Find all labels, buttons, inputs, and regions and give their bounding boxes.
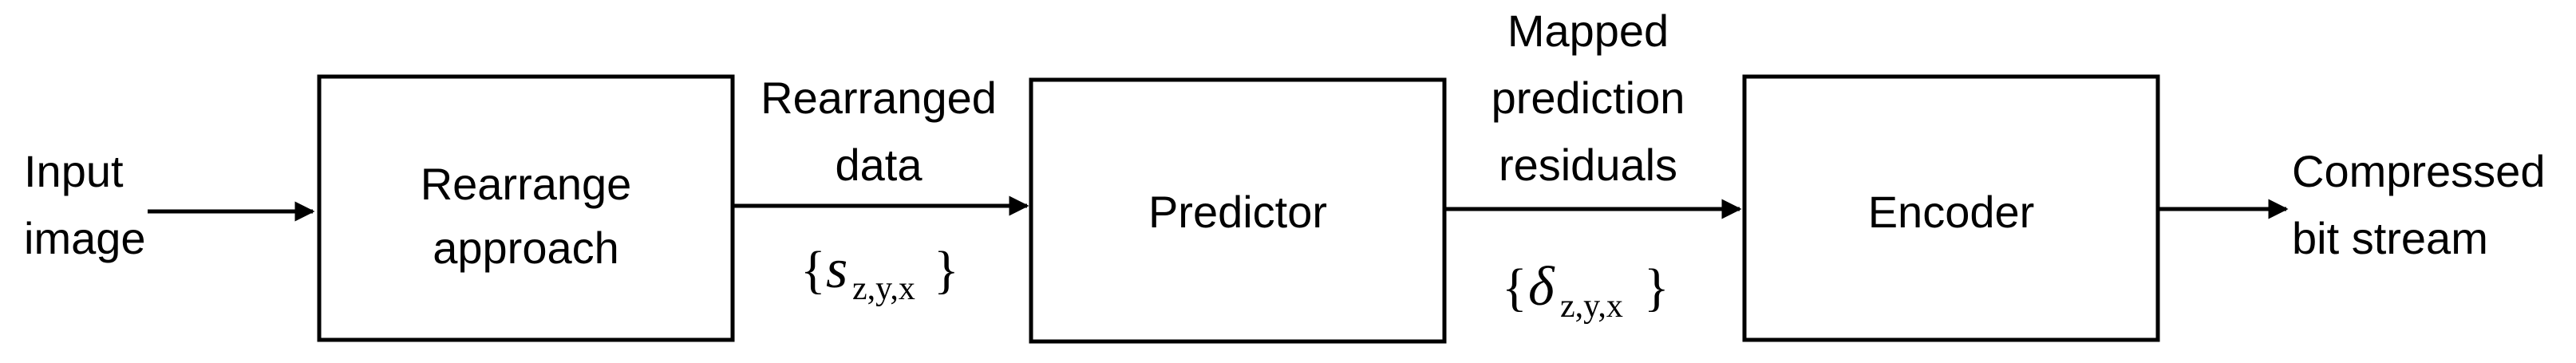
symbol-s: s xyxy=(826,239,847,300)
output-label-line2: bit stream xyxy=(2292,213,2488,263)
residuals-line1: Mapped xyxy=(1507,6,1669,56)
output-label: Compressed bit stream xyxy=(2292,146,2545,263)
input-label-line1: Input xyxy=(24,146,124,196)
rearranged-data-symbol: { s z,y,x } xyxy=(800,239,959,307)
encoder-label: Encoder xyxy=(1868,187,2035,237)
input-label: Input image xyxy=(24,146,146,263)
brace-open: { xyxy=(1502,258,1527,317)
symbol-delta: δ xyxy=(1528,256,1555,318)
input-label-line2: image xyxy=(24,213,146,263)
rearrange-label-line1: Rearrange xyxy=(421,159,632,209)
rearrange-box xyxy=(317,74,735,342)
residuals-symbol: { δ z,y,x } xyxy=(1502,256,1669,325)
residuals-label: Mapped prediction residuals xyxy=(1491,6,1685,190)
predictor-block: Predictor xyxy=(1029,77,1447,344)
brace-open: { xyxy=(800,241,826,299)
brace-close: } xyxy=(1644,258,1669,317)
output-label-line1: Compressed xyxy=(2292,146,2545,196)
rearrange-block: Rearrange approach xyxy=(317,74,735,342)
encoder-box xyxy=(1742,74,2160,342)
residuals-line2: prediction xyxy=(1491,73,1685,123)
encoder-block: Encoder xyxy=(1742,74,2160,342)
brace-close: } xyxy=(934,241,959,299)
predictor-box xyxy=(1029,77,1447,344)
rearranged-data-label: Rearranged data xyxy=(761,73,997,190)
rearranged-data-line2: data xyxy=(836,140,923,190)
predictor-label: Predictor xyxy=(1148,187,1327,237)
rearrange-label-line2: approach xyxy=(433,223,619,273)
symbol-s-subscript: z,y,x xyxy=(852,270,915,307)
residuals-line3: residuals xyxy=(1499,140,1677,190)
symbol-delta-subscript: z,y,x xyxy=(1560,288,1623,325)
rearranged-data-line1: Rearranged xyxy=(761,73,997,123)
